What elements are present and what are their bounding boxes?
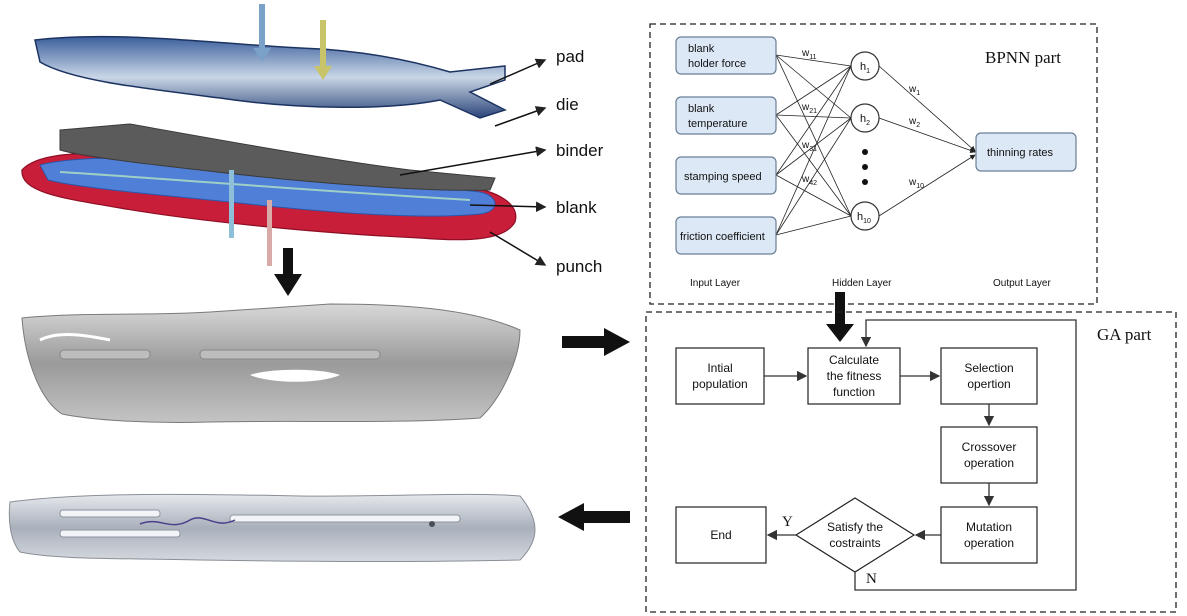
svg-text:Selection: Selection — [964, 361, 1013, 375]
ga-initial-population: Intial population — [675, 347, 765, 405]
svg-text:blank: blank — [688, 43, 715, 55]
ga-mutation-operation: Mutation operation — [940, 506, 1038, 564]
force-arrow-yellow — [314, 20, 332, 80]
label-output-layer: Output Layer — [993, 278, 1051, 289]
rod-light — [229, 170, 234, 238]
weight-w31: w31 — [801, 140, 817, 153]
arrow-to-photo — [558, 503, 630, 531]
svg-text:h1: h1 — [860, 61, 870, 75]
svg-text:stamping speed: stamping speed — [684, 171, 762, 183]
svg-text:blank: blank — [688, 103, 715, 115]
hidden-node-h10: h10 — [850, 201, 880, 231]
hidden-ellipsis — [862, 149, 868, 185]
svg-text:temperature: temperature — [688, 118, 747, 130]
input-hidden-connections — [775, 54, 852, 236]
label-blank: blank — [556, 198, 597, 217]
weight-w11: w11 — [801, 48, 817, 61]
tooling-illustration: pad die binder blank punch — [8, 4, 630, 562]
ga-constraints-decision: Satisfy the costraints — [794, 497, 916, 573]
svg-text:Satisfy the: Satisfy the — [827, 520, 883, 534]
svg-text:operation: operation — [964, 536, 1014, 550]
bpnn-to-ga-arrow — [826, 292, 854, 342]
ga-title: GA part — [1097, 325, 1152, 344]
svg-text:population: population — [692, 377, 747, 391]
input-stamping-speed: stamping speed — [675, 156, 777, 195]
svg-text:thinning rates: thinning rates — [987, 147, 1054, 159]
label-binder: binder — [556, 141, 604, 160]
down-arrow-to-simulation — [274, 248, 302, 296]
weight-w2: w2 — [908, 116, 920, 129]
svg-text:function: function — [833, 385, 875, 399]
stamped-part-photo — [8, 493, 536, 562]
svg-text:opertion: opertion — [967, 377, 1010, 391]
ga-crossover-operation: Crossover operation — [940, 426, 1038, 484]
output-thinning-rates: thinning rates — [975, 132, 1077, 172]
svg-text:holder force: holder force — [688, 58, 746, 70]
svg-text:costraints: costraints — [829, 536, 880, 550]
ga-panel: GA part Intial population Calculate the … — [645, 311, 1177, 613]
svg-text:h2: h2 — [860, 113, 870, 127]
input-blank-holder-force: blank holder force — [675, 36, 777, 75]
rod-pink — [267, 200, 272, 266]
weight-w1: w1 — [908, 84, 920, 97]
label-pad: pad — [556, 47, 584, 66]
input-blank-temperature: blank temperature — [675, 96, 777, 135]
weight-w42: w42 — [801, 174, 817, 187]
svg-text:End: End — [710, 528, 731, 542]
ga-fitness-function: Calculate the fitness function — [807, 347, 901, 405]
svg-text:operation: operation — [964, 456, 1014, 470]
hidden-output-connections — [878, 65, 976, 217]
ga-end: End — [675, 506, 767, 564]
label-die: die — [556, 95, 579, 114]
weight-w10: w10 — [908, 177, 924, 190]
binder-shape — [59, 123, 496, 191]
pad-die-shape — [34, 35, 507, 119]
bpnn-panel: BPNN part blank holder force — [649, 23, 1098, 305]
hidden-node-h1: h1 — [850, 51, 880, 81]
label-punch: punch — [556, 257, 602, 276]
weight-w21: w21 — [801, 102, 817, 115]
input-friction-coefficient: friction coefficient — [675, 216, 777, 255]
svg-text:h10: h10 — [857, 211, 871, 225]
svg-text:Intial: Intial — [707, 361, 732, 375]
force-arrow-blue — [253, 4, 271, 62]
simulated-part — [21, 303, 521, 424]
svg-text:Crossover: Crossover — [962, 440, 1017, 454]
svg-text:Calculate: Calculate — [829, 353, 879, 367]
label-input-layer: Input Layer — [690, 278, 741, 289]
label-hidden-layer: Hidden Layer — [832, 278, 892, 289]
arrow-to-ga — [562, 328, 630, 356]
bpnn-title: BPNN part — [985, 48, 1061, 67]
svg-text:the fitness: the fitness — [827, 369, 882, 383]
ga-selection-operation: Selection opertion — [940, 347, 1038, 405]
hidden-node-h2: h2 — [850, 103, 880, 133]
label-yes: Y — [782, 514, 793, 530]
svg-text:friction coefficient: friction coefficient — [680, 231, 765, 243]
label-no: N — [866, 571, 877, 587]
svg-text:Mutation: Mutation — [966, 520, 1012, 534]
